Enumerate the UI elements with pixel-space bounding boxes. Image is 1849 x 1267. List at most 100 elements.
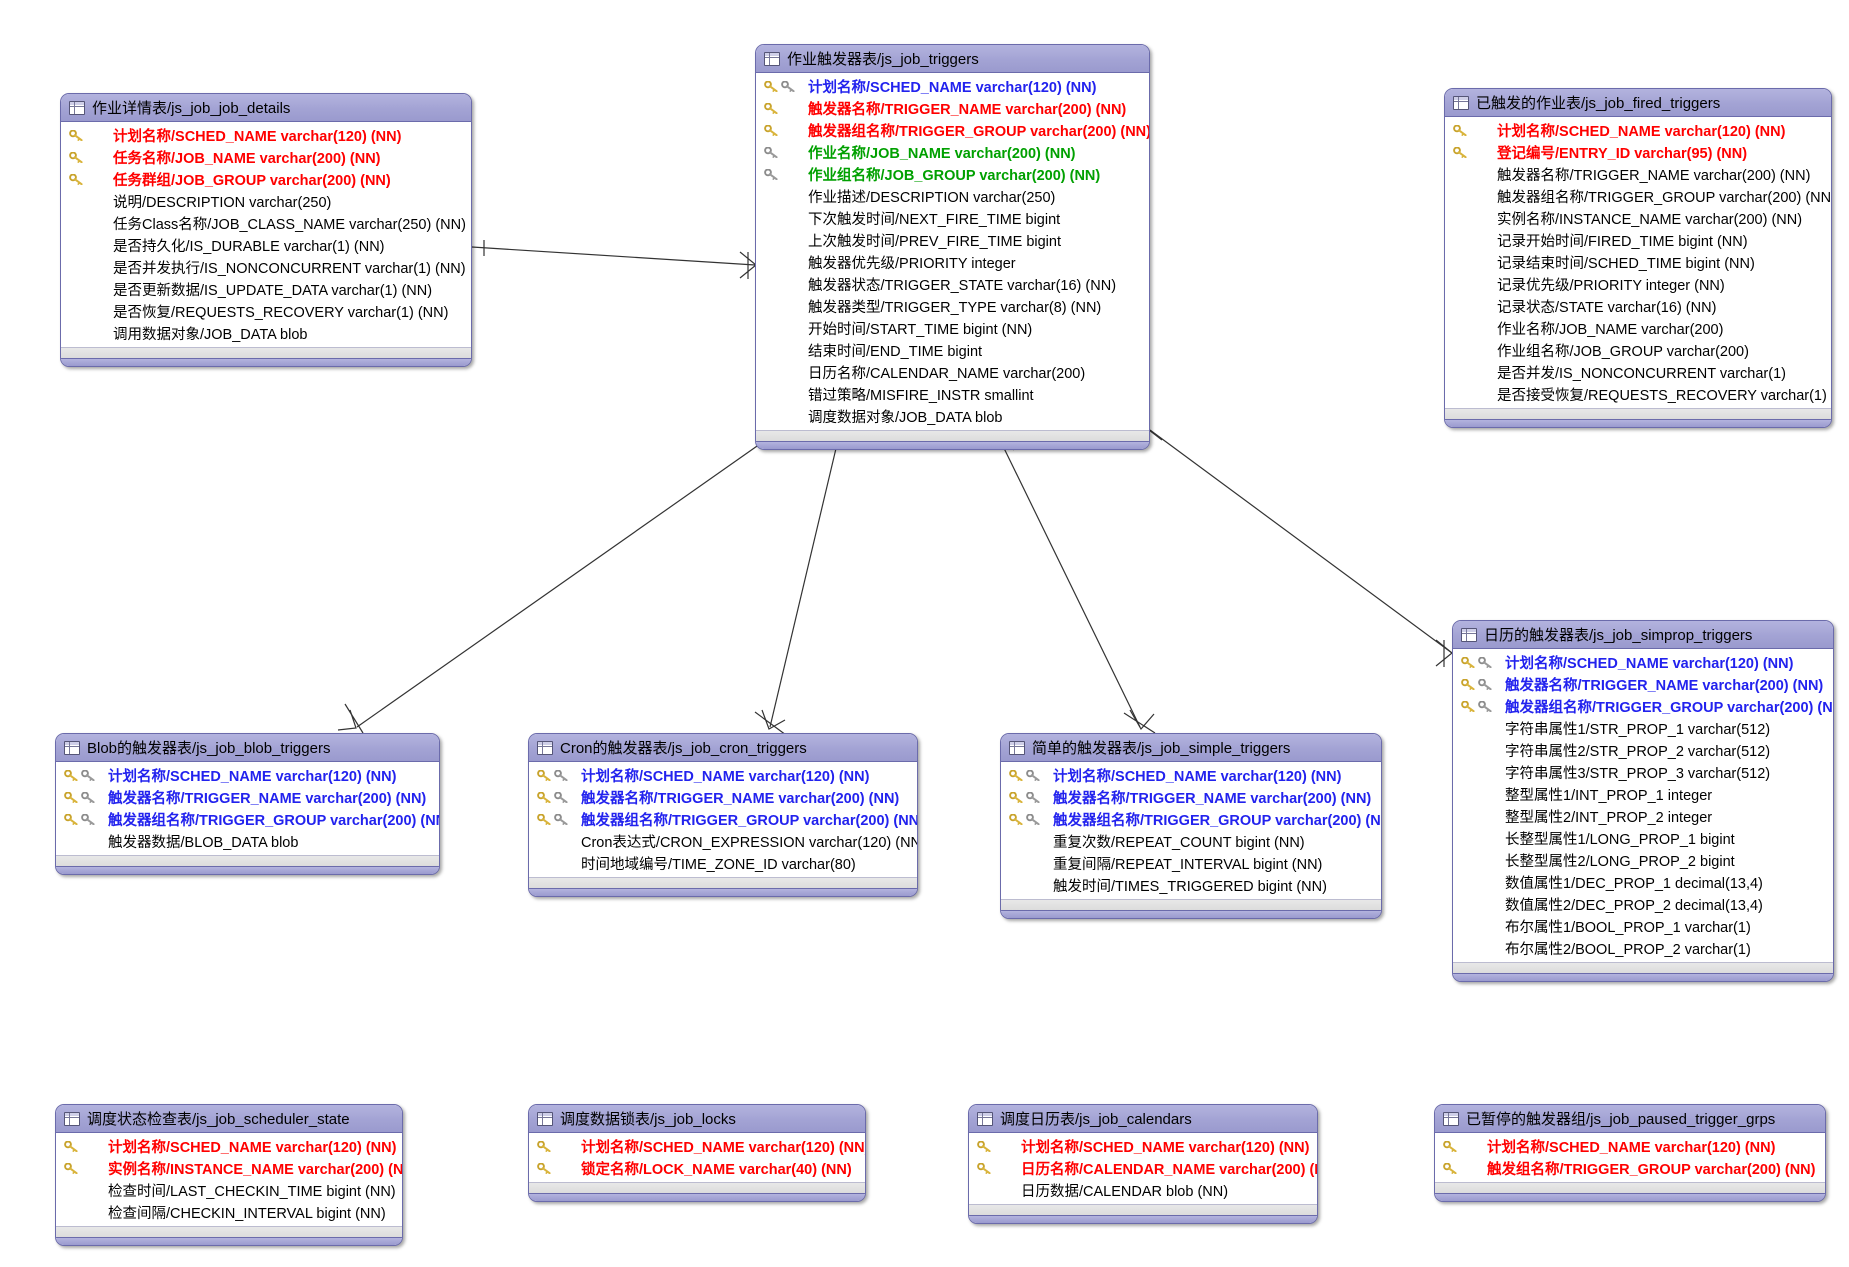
attribute-row[interactable]: 作业组名称/JOB_GROUP varchar(200) (NN) (756, 163, 1149, 185)
attribute-row[interactable]: 字符串属性1/STR_PROP_1 varchar(512) (1453, 717, 1833, 739)
attribute-row[interactable]: 触发器组名称/TRIGGER_GROUP varchar(200) (NN) (1453, 695, 1833, 717)
attribute-row[interactable]: 字符串属性2/STR_PROP_2 varchar(512) (1453, 739, 1833, 761)
attribute-row[interactable]: 结束时间/END_TIME bigint (756, 339, 1149, 361)
attribute-row[interactable]: 上次触发时间/PREV_FIRE_TIME bigint (756, 229, 1149, 251)
attribute-row[interactable]: 开始时间/START_TIME bigint (NN) (756, 317, 1149, 339)
entity-header-simple_triggers[interactable]: 简单的触发器表/js_job_simple_triggers (1001, 734, 1381, 762)
attribute-row[interactable]: 触发器名称/TRIGGER_NAME varchar(200) (NN) (529, 786, 917, 808)
attribute-row[interactable]: 触发器类型/TRIGGER_TYPE varchar(8) (NN) (756, 295, 1149, 317)
attribute-row[interactable]: 触发器组名称/TRIGGER_GROUP varchar(200) (NN) (756, 119, 1149, 141)
attribute-row[interactable]: 记录开始时间/FIRED_TIME bigint (NN) (1445, 229, 1831, 251)
attribute-row[interactable]: 计划名称/SCHED_NAME varchar(120) (NN) (1445, 119, 1831, 141)
entity-header-simprop_triggers[interactable]: 日历的触发器表/js_job_simprop_triggers (1453, 621, 1833, 649)
attribute-row[interactable]: 字符串属性3/STR_PROP_3 varchar(512) (1453, 761, 1833, 783)
attribute-row[interactable]: 计划名称/SCHED_NAME varchar(120) (NN) (56, 764, 439, 786)
attribute-row[interactable]: 调度数据对象/JOB_DATA blob (756, 405, 1149, 427)
attribute-row[interactable]: Cron表达式/CRON_EXPRESSION varchar(120) (NN… (529, 830, 917, 852)
entity-header-job_triggers[interactable]: 作业触发器表/js_job_triggers (756, 45, 1149, 73)
attribute-row[interactable]: 实例名称/INSTANCE_NAME varchar(200) (NN) (56, 1157, 402, 1179)
attribute-row[interactable]: 是否并发/IS_NONCONCURRENT varchar(1) (1445, 361, 1831, 383)
attribute-row[interactable]: 任务Class名称/JOB_CLASS_NAME varchar(250) (N… (61, 212, 471, 234)
attribute-row[interactable]: 触发器名称/TRIGGER_NAME varchar(200) (NN) (1445, 163, 1831, 185)
attribute-row[interactable]: 触发器数据/BLOB_DATA blob (56, 830, 439, 852)
entity-header-blob_triggers[interactable]: Blob的触发器表/js_job_blob_triggers (56, 734, 439, 762)
attribute-row[interactable]: 说明/DESCRIPTION varchar(250) (61, 190, 471, 212)
attribute-row[interactable]: 触发器组名称/TRIGGER_GROUP varchar(200) (NN) (56, 808, 439, 830)
attribute-row[interactable]: 实例名称/INSTANCE_NAME varchar(200) (NN) (1445, 207, 1831, 229)
attribute-row[interactable]: 日历数据/CALENDAR blob (NN) (969, 1179, 1317, 1201)
attribute-row[interactable]: 作业名称/JOB_NAME varchar(200) (1445, 317, 1831, 339)
attribute-row[interactable]: 数值属性2/DEC_PROP_2 decimal(13,4) (1453, 893, 1833, 915)
attribute-row[interactable]: 作业组名称/JOB_GROUP varchar(200) (1445, 339, 1831, 361)
attribute-row[interactable]: 触发器状态/TRIGGER_STATE varchar(16) (NN) (756, 273, 1149, 295)
attribute-row[interactable]: 触发器优先级/PRIORITY integer (756, 251, 1149, 273)
attribute-row[interactable]: 记录结束时间/SCHED_TIME bigint (NN) (1445, 251, 1831, 273)
entity-header-locks[interactable]: 调度数据锁表/js_job_locks (529, 1105, 865, 1133)
attribute-row[interactable]: 计划名称/SCHED_NAME varchar(120) (NN) (1453, 651, 1833, 673)
attribute-row[interactable]: 记录状态/STATE varchar(16) (NN) (1445, 295, 1831, 317)
attribute-row[interactable]: 时间地域编号/TIME_ZONE_ID varchar(80) (529, 852, 917, 874)
attribute-row[interactable]: 检查时间/LAST_CHECKIN_TIME bigint (NN) (56, 1179, 402, 1201)
attribute-row[interactable]: 日历名称/CALENDAR_NAME varchar(200) (756, 361, 1149, 383)
attribute-row[interactable]: 重复次数/REPEAT_COUNT bigint (NN) (1001, 830, 1381, 852)
attribute-row[interactable]: 长整型属性2/LONG_PROP_2 bigint (1453, 849, 1833, 871)
attribute-row[interactable]: 触发器组名称/TRIGGER_GROUP varchar(200) (NN) (1445, 185, 1831, 207)
attribute-row[interactable]: 任务群组/JOB_GROUP varchar(200) (NN) (61, 168, 471, 190)
attribute-row[interactable]: 任务名称/JOB_NAME varchar(200) (NN) (61, 146, 471, 168)
attribute-row[interactable]: 计划名称/SCHED_NAME varchar(120) (NN) (56, 1135, 402, 1157)
attribute-row[interactable]: 计划名称/SCHED_NAME varchar(120) (NN) (756, 75, 1149, 97)
attribute-row[interactable]: 是否更新数据/IS_UPDATE_DATA varchar(1) (NN) (61, 278, 471, 300)
attribute-row[interactable]: 计划名称/SCHED_NAME varchar(120) (NN) (969, 1135, 1317, 1157)
attribute-row[interactable]: 是否持久化/IS_DURABLE varchar(1) (NN) (61, 234, 471, 256)
attribute-row[interactable]: 是否并发执行/IS_NONCONCURRENT varchar(1) (NN) (61, 256, 471, 278)
attribute-row[interactable]: 布尔属性2/BOOL_PROP_2 varchar(1) (1453, 937, 1833, 959)
attribute-row[interactable]: 调用数据对象/JOB_DATA blob (61, 322, 471, 344)
attribute-row[interactable]: 作业名称/JOB_NAME varchar(200) (NN) (756, 141, 1149, 163)
attribute-row[interactable]: 触发器组名称/TRIGGER_GROUP varchar(200) (NN) (529, 808, 917, 830)
attribute-row[interactable]: 布尔属性1/BOOL_PROP_1 varchar(1) (1453, 915, 1833, 937)
attribute-row[interactable]: 触发器名称/TRIGGER_NAME varchar(200) (NN) (56, 786, 439, 808)
attribute-row[interactable]: 触发组名称/TRIGGER_GROUP varchar(200) (NN) (1435, 1157, 1825, 1179)
attribute-row[interactable]: 计划名称/SCHED_NAME varchar(120) (NN) (529, 1135, 865, 1157)
entity-header-cron_triggers[interactable]: Cron的触发器表/js_job_cron_triggers (529, 734, 917, 762)
attribute-row[interactable]: 计划名称/SCHED_NAME varchar(120) (NN) (61, 124, 471, 146)
attribute-row[interactable]: 触发器名称/TRIGGER_NAME varchar(200) (NN) (756, 97, 1149, 119)
attribute-row[interactable]: 日历名称/CALENDAR_NAME varchar(200) (NN) (969, 1157, 1317, 1179)
attribute-row[interactable]: 触发器组名称/TRIGGER_GROUP varchar(200) (NN) (1001, 808, 1381, 830)
attribute-row[interactable]: 错过策略/MISFIRE_INSTR smallint (756, 383, 1149, 405)
attribute-row[interactable]: 数值属性1/DEC_PROP_1 decimal(13,4) (1453, 871, 1833, 893)
attribute-row[interactable]: 触发器名称/TRIGGER_NAME varchar(200) (NN) (1453, 673, 1833, 695)
attribute-row[interactable]: 触发时间/TIMES_TRIGGERED bigint (NN) (1001, 874, 1381, 896)
attribute-row[interactable]: 是否恢复/REQUESTS_RECOVERY varchar(1) (NN) (61, 300, 471, 322)
attribute-row[interactable]: 下次触发时间/NEXT_FIRE_TIME bigint (756, 207, 1149, 229)
attribute-row[interactable]: 检查间隔/CHECKIN_INTERVAL bigint (NN) (56, 1201, 402, 1223)
attribute-row[interactable]: 整型属性1/INT_PROP_1 integer (1453, 783, 1833, 805)
attribute-row[interactable]: 记录优先级/PRIORITY integer (NN) (1445, 273, 1831, 295)
attribute-row[interactable]: 计划名称/SCHED_NAME varchar(120) (NN) (529, 764, 917, 786)
attribute-row[interactable]: 作业描述/DESCRIPTION varchar(250) (756, 185, 1149, 207)
entity-header-fired_triggers[interactable]: 已触发的作业表/js_job_fired_triggers (1445, 89, 1831, 117)
entity-header-job_details[interactable]: 作业详情表/js_job_job_details (61, 94, 471, 122)
attribute-row[interactable]: 长整型属性1/LONG_PROP_1 bigint (1453, 827, 1833, 849)
attribute-row[interactable]: 整型属性2/INT_PROP_2 integer (1453, 805, 1833, 827)
attribute-row[interactable]: 是否接受恢复/REQUESTS_RECOVERY varchar(1) (1445, 383, 1831, 405)
entity-header-paused_trigger_grps[interactable]: 已暂停的触发器组/js_job_paused_trigger_grps (1435, 1105, 1825, 1133)
attribute-row[interactable]: 触发器名称/TRIGGER_NAME varchar(200) (NN) (1001, 786, 1381, 808)
attribute-row[interactable]: 计划名称/SCHED_NAME varchar(120) (NN) (1001, 764, 1381, 786)
attribute-row[interactable]: 重复间隔/REPEAT_INTERVAL bigint (NN) (1001, 852, 1381, 874)
attribute-row[interactable]: 计划名称/SCHED_NAME varchar(120) (NN) (1435, 1135, 1825, 1157)
entity-header-scheduler_state[interactable]: 调度状态检查表/js_job_scheduler_state (56, 1105, 402, 1133)
attribute-row[interactable]: 锁定名称/LOCK_NAME varchar(40) (NN) (529, 1157, 865, 1179)
entity-header-calendars[interactable]: 调度日历表/js_job_calendars (969, 1105, 1317, 1133)
